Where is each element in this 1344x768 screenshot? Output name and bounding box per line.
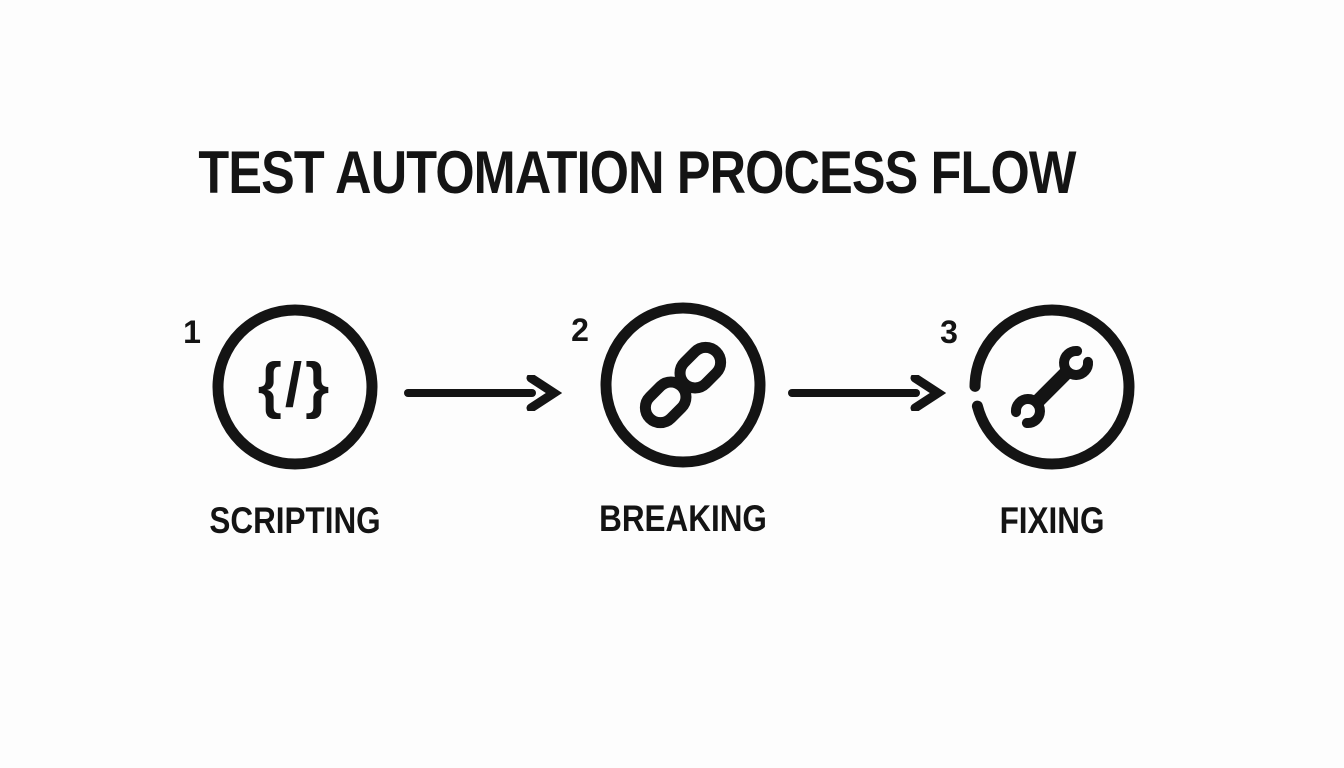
step-number: 1	[183, 314, 201, 350]
step-circle	[212, 304, 378, 470]
step-label: SCRIPTING	[209, 500, 381, 541]
step-breaking: 2 BREAKING	[571, 300, 768, 550]
step-circle-broken	[969, 304, 1135, 470]
chain-link-icon	[639, 341, 727, 429]
arrow-right-icon	[788, 375, 946, 411]
step-number: 3	[940, 314, 958, 350]
step-circle	[600, 302, 766, 468]
step-label: BREAKING	[599, 498, 767, 539]
wrench-icon	[1011, 346, 1093, 428]
step-scripting: 1 {/} SCRIPTING	[183, 302, 381, 552]
step-number: 2	[571, 312, 589, 348]
step-fixing: 3 FIXING	[940, 302, 1137, 552]
step-label: FIXING	[999, 500, 1105, 541]
arrow-right-icon	[404, 375, 562, 411]
diagram-title: TEST AUTOMATION PROCESS FLOW	[198, 139, 1076, 206]
code-braces-icon: {/}	[257, 350, 333, 420]
